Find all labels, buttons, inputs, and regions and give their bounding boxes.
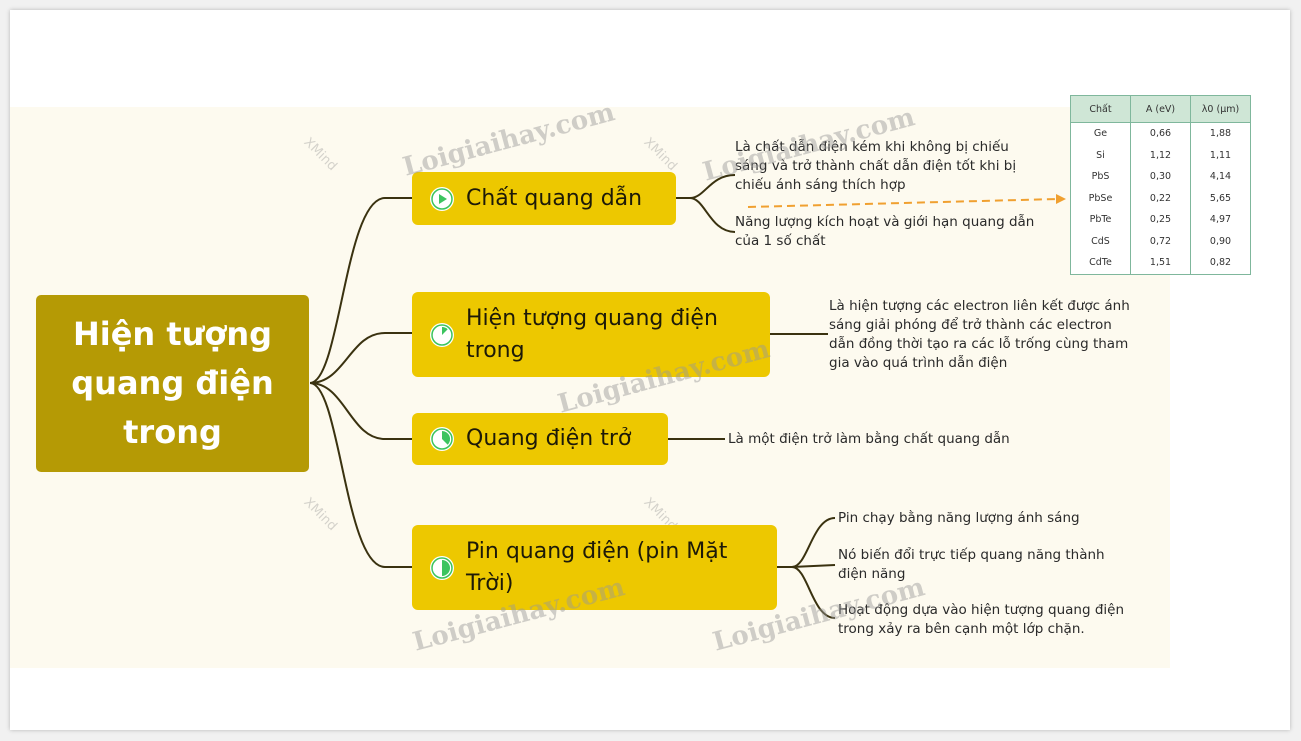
subtopic[interactable]: Hoạt động dựa vào hiện tượng quang điện …: [838, 602, 1124, 637]
column-header: A (eV): [1130, 95, 1191, 123]
topic-label: Chất quang dẫn: [466, 185, 643, 211]
cell: 1,51: [1130, 252, 1191, 274]
topic-label: Quang điện trở: [466, 426, 632, 451]
topic-pin-quang-dien[interactable]: Pin quang điện (pin Mặt Trời): [412, 525, 777, 610]
dashed-arrow: [747, 198, 1059, 208]
cell: 0,66: [1130, 122, 1191, 145]
cell: 5,65: [1190, 187, 1251, 209]
cell: 0,90: [1190, 230, 1251, 252]
progress-half-icon: [430, 555, 454, 580]
cell: 0,30: [1130, 166, 1191, 188]
cell: 0,25: [1130, 209, 1191, 231]
topic-hien-tuong-quang-dien-trong[interactable]: Hiện tượng quang điện trong: [412, 292, 770, 377]
topic-chat-quang-dan[interactable]: Chất quang dẫn: [412, 172, 676, 225]
topic-label: Pin quang điện (pin Mặt Trời): [466, 538, 728, 596]
cell: 0,22: [1130, 187, 1191, 209]
cell: Ge: [1070, 122, 1131, 145]
cell: PbSe: [1070, 187, 1131, 209]
cell: PbS: [1070, 166, 1131, 188]
column-header: Chất: [1070, 95, 1131, 123]
play-icon: [430, 186, 454, 211]
cell: 1,88: [1190, 122, 1251, 145]
cell: CdTe: [1070, 252, 1131, 274]
subtopic[interactable]: Là hiện tượng các electron liên kết được…: [829, 298, 1130, 371]
topic-quang-dien-tro[interactable]: Quang điện trở: [412, 413, 668, 465]
subtopic[interactable]: Là chất dẫn điện kém khi không bị chiếu …: [735, 139, 1017, 193]
cell: 4,97: [1190, 209, 1251, 231]
cell: CdS: [1070, 230, 1131, 252]
progress-3-8-icon: [430, 427, 454, 451]
topic-label: Hiện tượng quang điện trong: [466, 305, 718, 363]
cell: PbTe: [1070, 209, 1131, 231]
cell: 4,14: [1190, 166, 1251, 188]
subtopic[interactable]: Năng lượng kích hoạt và giới hạn quang d…: [735, 214, 1035, 249]
cell: 1,12: [1130, 144, 1191, 166]
cell: 1,11: [1190, 144, 1251, 166]
subtopic[interactable]: Là một điện trở làm bằng chất quang dẫn: [728, 431, 1010, 447]
column-header: λ0 (μm): [1190, 95, 1251, 123]
progress-1-8-icon: [430, 322, 454, 347]
root-topic[interactable]: Hiện tượng quang điện trong: [36, 295, 309, 472]
cell: 0,82: [1190, 252, 1251, 274]
cell: Si: [1070, 144, 1131, 166]
cell: 0,72: [1130, 230, 1191, 252]
subtopic[interactable]: Pin chạy bằng năng lượng ánh sáng: [838, 510, 1080, 526]
arrowhead-icon: [1056, 194, 1066, 204]
subtopic[interactable]: Nó biến đổi trực tiếp quang năng thành đ…: [838, 547, 1105, 582]
